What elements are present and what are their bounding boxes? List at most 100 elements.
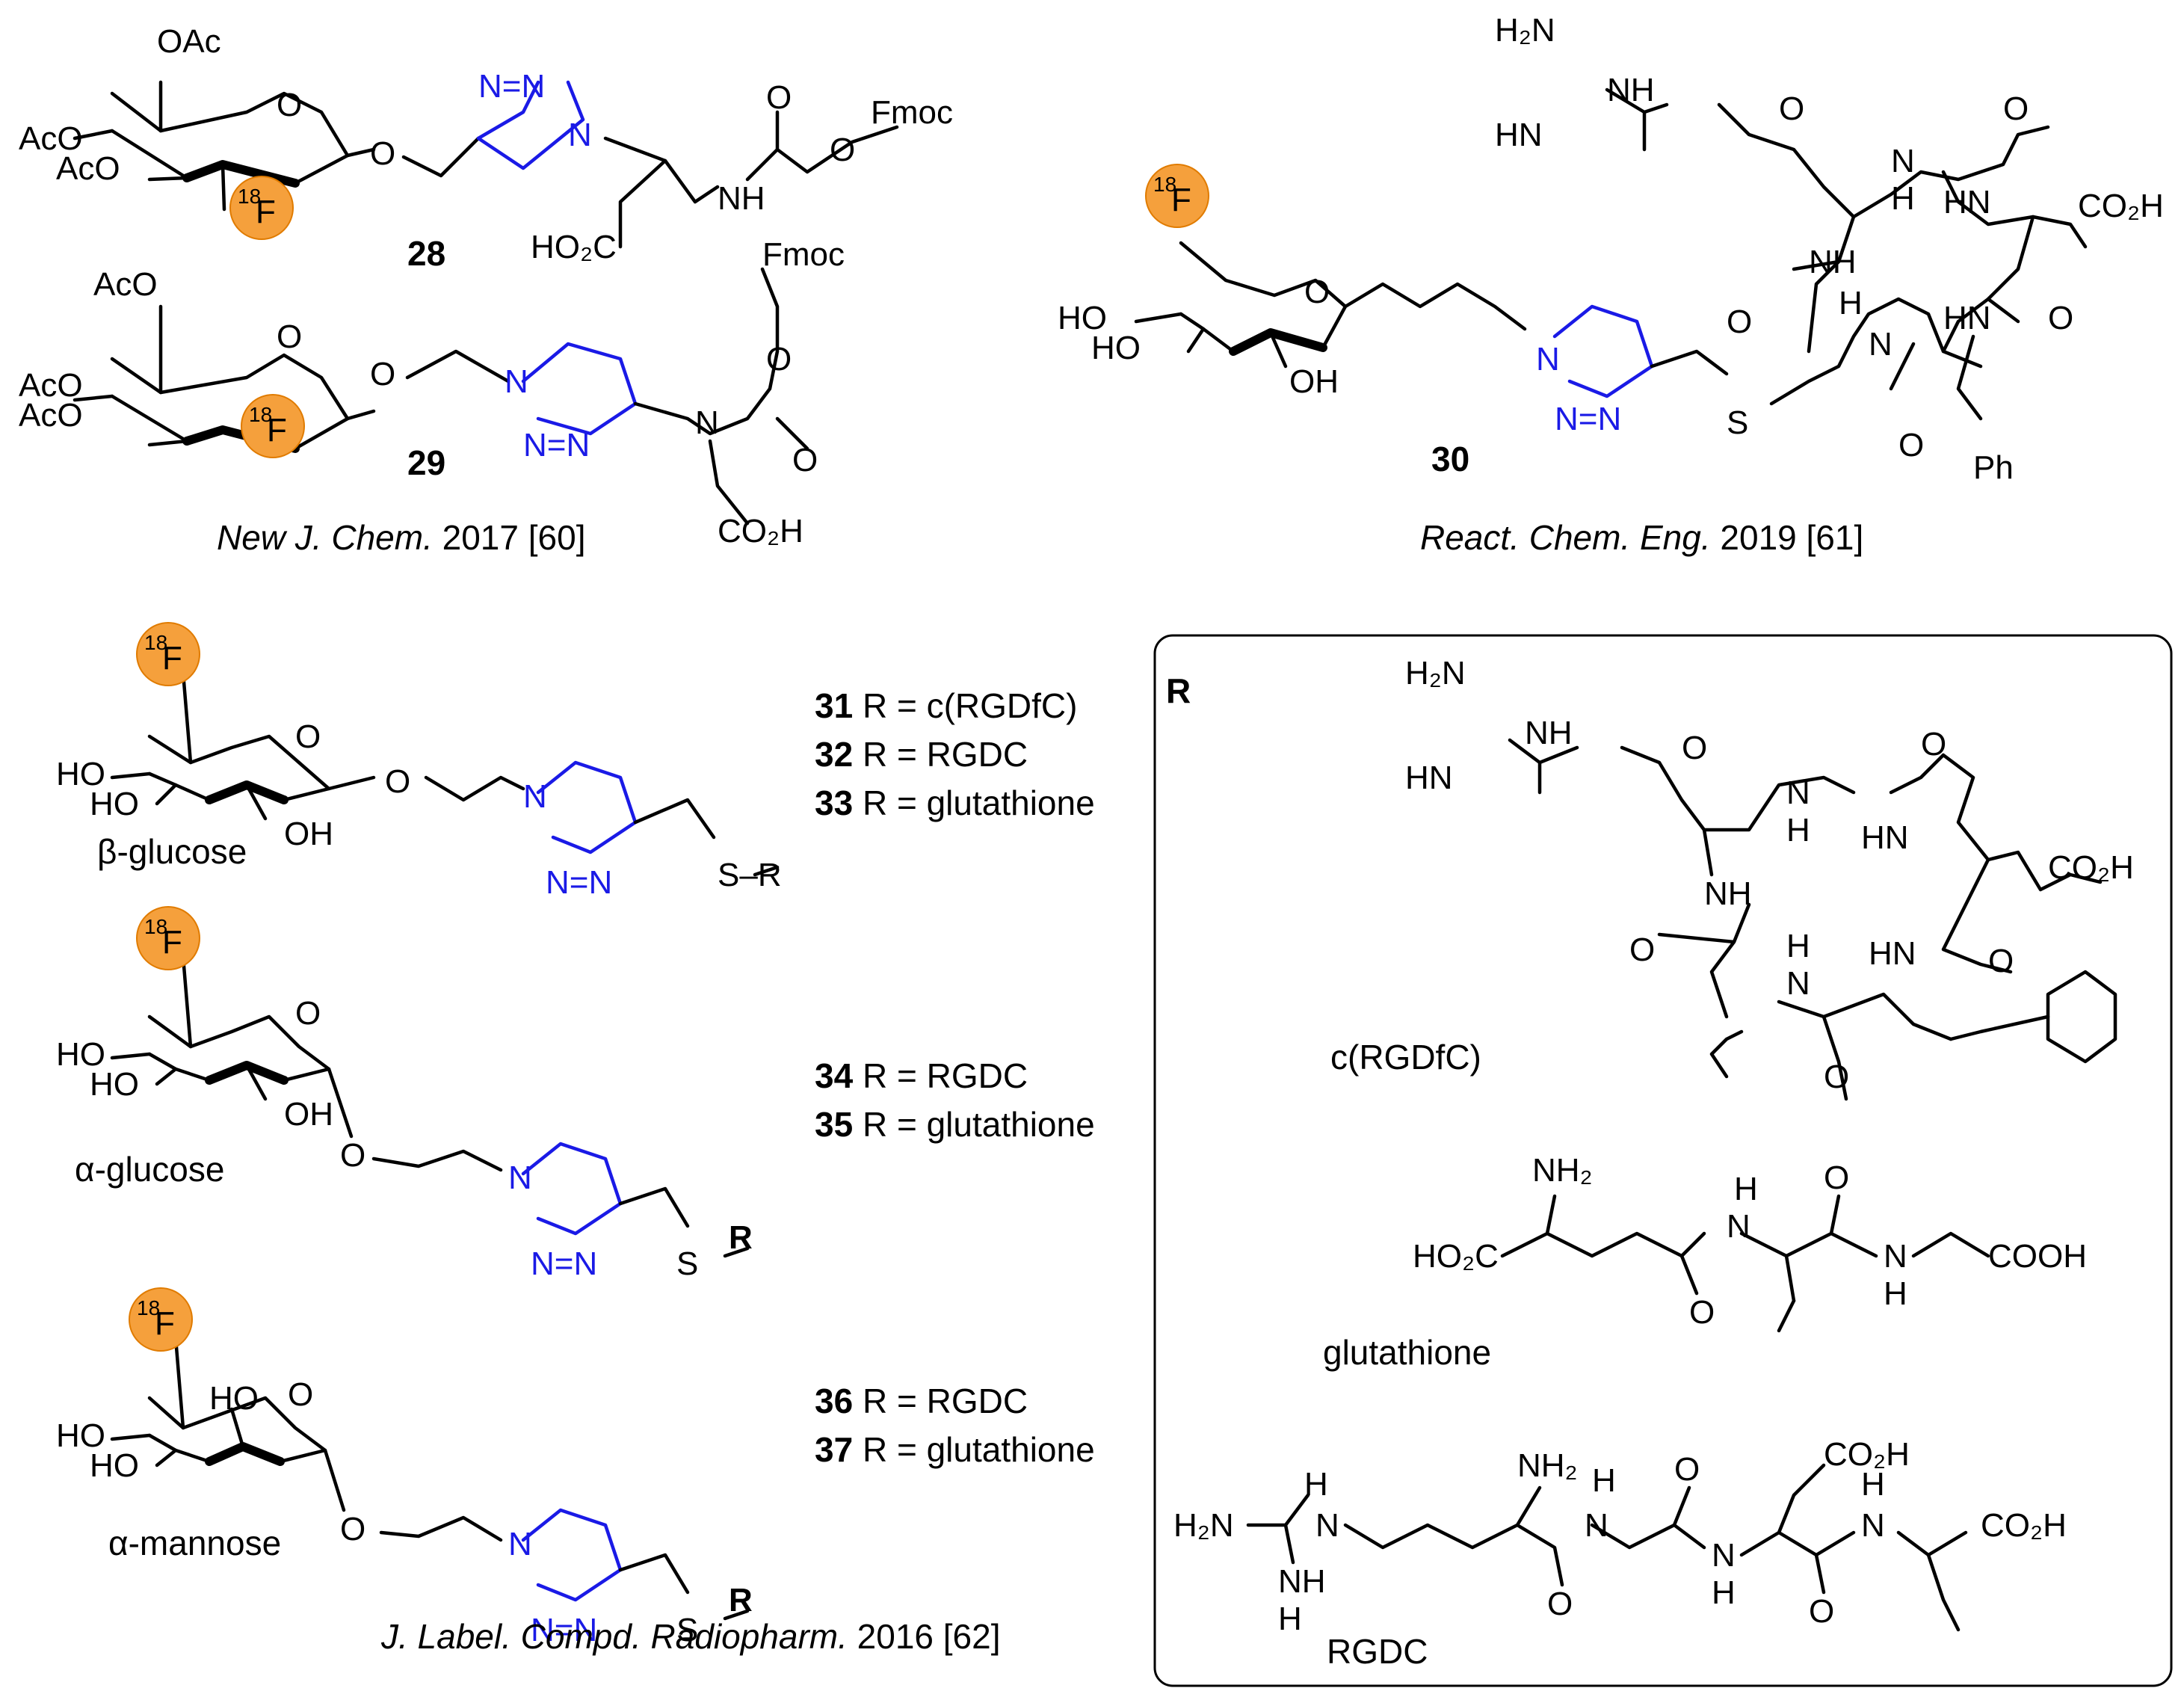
atom-label: O: [340, 1137, 365, 1174]
atom-label: O: [340, 1511, 365, 1547]
atom-label: Fmoc: [871, 94, 953, 131]
atom-label: O: [1674, 1451, 1700, 1488]
atom-label: N: [505, 363, 528, 400]
atom-label: O: [1304, 274, 1330, 310]
svg-text:F: F: [1171, 182, 1191, 218]
name-glutathione: glutathione: [1323, 1333, 1491, 1372]
atom-label: HO₂C: [1413, 1238, 1499, 1275]
atom-label: O: [370, 135, 395, 172]
glutathione-structure: NH₂ HO₂C O H N O N H COOH glutathione: [1323, 1152, 2087, 1372]
atom-label: H₂N: [1405, 655, 1466, 692]
atom-label: NH: [1607, 72, 1655, 108]
atom-label: N=N: [531, 1245, 597, 1282]
atom-label: N: [1861, 1507, 1885, 1544]
atom-label: H: [1884, 1275, 1907, 1312]
beta-glucose-structure: HO HO OH O O N N=N S–R β-glucose 18 F: [56, 622, 782, 901]
alpha-mannose-structure: HO HO HO O O N N=N S R α-mannose 18 F: [56, 1287, 753, 1648]
atom-label: N: [1727, 1208, 1750, 1245]
svg-text:18: 18: [1153, 173, 1176, 196]
atom-label: N: [1536, 341, 1560, 378]
atom-label: AcO: [93, 266, 158, 303]
atom-label: O: [1689, 1294, 1715, 1331]
atom-label: HN: [1405, 760, 1453, 796]
fluorine-18-badge: 18 F: [136, 622, 200, 686]
atom-label: O: [766, 341, 792, 378]
atom-label: AcO: [56, 150, 120, 187]
atom-label: O: [295, 995, 321, 1032]
atom-label: N: [508, 1526, 532, 1562]
atom-label: N: [695, 404, 719, 441]
atom-label: O: [295, 718, 321, 755]
atom-label: NH: [1704, 875, 1752, 912]
svg-text:33 R = glutathione: 33 R = glutathione: [815, 783, 1095, 822]
atom-label: O: [370, 356, 395, 392]
atom-label: N=N: [523, 427, 590, 463]
svg-text:31 R = c(RGDfC): 31 R = c(RGDfC): [815, 686, 1077, 725]
svg-text:18: 18: [137, 1296, 160, 1319]
svg-text:F: F: [256, 194, 276, 230]
atom-label: O: [1898, 427, 1924, 463]
atom-label: O: [1779, 90, 1804, 127]
svg-text:18: 18: [238, 185, 261, 208]
rgdc-structure: H₂N H N NH H NH₂ O H N O N H CO₂H O H N …: [1173, 1436, 2067, 1671]
atom-label: R: [729, 1582, 753, 1619]
atom-label: CO₂H: [1824, 1436, 1910, 1473]
svg-text:35 R = glutathione: 35 R = glutathione: [815, 1105, 1095, 1144]
atom-label: O: [830, 132, 855, 168]
atom-label: HN: [1943, 300, 1991, 336]
svg-text:32 R = RGDC: 32 R = RGDC: [815, 735, 1028, 774]
atom-label: O: [1629, 931, 1655, 968]
atom-label: AcO: [19, 397, 83, 434]
citation-new-j-chem: New J. Chem. 2017 [60]: [217, 518, 585, 557]
atom-label: HO: [90, 1066, 139, 1103]
citation-react-chem-eng: React. Chem. Eng. 2019 [61]: [1420, 518, 1863, 557]
svg-text:34 R = RGDC: 34 R = RGDC: [815, 1056, 1028, 1095]
atom-label: H: [1839, 285, 1863, 321]
svg-text:37 R = glutathione: 37 R = glutathione: [815, 1430, 1095, 1469]
atom-label: O: [1824, 1159, 1849, 1196]
atom-label: HN: [1495, 117, 1543, 153]
svg-text:F: F: [155, 1305, 175, 1342]
atom-label: O: [1921, 726, 1946, 763]
atom-label: O: [288, 1376, 313, 1413]
atom-label: CO₂H: [718, 513, 803, 549]
atom-label: O: [277, 87, 302, 123]
name-rgdc: RGDC: [1327, 1632, 1428, 1671]
atom-label: OH: [284, 1096, 333, 1133]
r-group-list-31-33: 31 R = c(RGDfC) 32 R = RGDC 33 R = gluta…: [815, 686, 1095, 822]
atom-label: CO₂H: [2048, 849, 2134, 886]
atom-label: N: [508, 1159, 532, 1196]
atom-label: NH: [1809, 244, 1857, 280]
atom-label: NH₂: [1517, 1447, 1578, 1484]
atom-label: N: [1786, 965, 1810, 1002]
crgdfc-structure: H₂N NH HN O N H O HN CO₂H NH HN O O H N …: [1330, 655, 2134, 1101]
atom-label: O: [1988, 943, 2014, 979]
atom-label: CO₂H: [2078, 188, 2164, 224]
svg-text:18: 18: [249, 403, 272, 426]
atom-label: H: [1861, 1466, 1885, 1503]
atom-label: N: [523, 778, 547, 815]
atom-label: S–R: [718, 857, 782, 893]
atom-label: O: [277, 318, 302, 355]
svg-text:F: F: [162, 640, 182, 677]
atom-label: HO: [56, 756, 105, 792]
atom-label: O: [1727, 304, 1752, 340]
atom-label: OAc: [157, 23, 221, 60]
atom-label: HO: [56, 1417, 105, 1454]
box-title: R: [1166, 671, 1191, 710]
atom-label: S: [676, 1612, 698, 1648]
atom-label: H: [1734, 1171, 1758, 1207]
atom-label: N: [568, 117, 592, 153]
sugar-name-alpha-glucose: α-glucose: [75, 1150, 224, 1189]
atom-label: Ph: [1973, 449, 2014, 486]
atom-label: Fmoc: [762, 236, 845, 273]
atom-label: N: [1712, 1537, 1736, 1574]
svg-text:18: 18: [144, 915, 167, 938]
fluorine-18-badge: 18 F: [229, 176, 294, 240]
compound-number-29: 29: [407, 443, 445, 482]
atom-label: NH: [718, 180, 765, 217]
fluorine-18-badge: 18 F: [241, 394, 305, 458]
atom-label: HO: [1058, 300, 1107, 336]
compound-29-structure: AcO AcO AcO O O N N=N N O O Fmoc CO₂H 29…: [19, 236, 845, 549]
